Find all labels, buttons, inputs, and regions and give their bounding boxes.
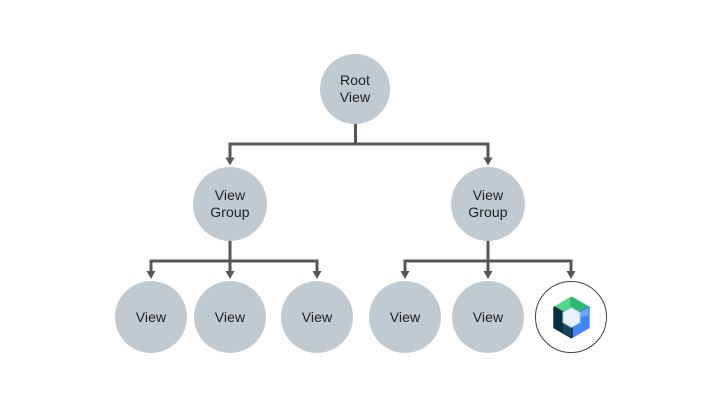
node-label: View	[472, 308, 504, 325]
arrowhead-icon	[225, 271, 235, 279]
node-label: View Group	[468, 187, 508, 220]
edge-right-rail	[403, 259, 573, 271]
node-label: View	[301, 308, 333, 325]
arrowhead-icon	[225, 157, 235, 166]
node-view-2: View	[194, 281, 266, 353]
arrowhead-icon	[566, 271, 576, 279]
node-view-1: View	[115, 281, 187, 353]
node-label: View	[214, 308, 246, 325]
node-view-3: View	[281, 281, 353, 353]
node-view-group-left: View Group	[193, 167, 267, 241]
node-view-5: View	[452, 281, 524, 353]
node-compose-view	[535, 281, 607, 353]
arrowhead-icon	[146, 271, 156, 279]
node-label: Root View	[339, 72, 371, 105]
node-view-group-right: View Group	[451, 167, 525, 241]
node-label: View	[135, 308, 167, 325]
arrowhead-icon	[483, 271, 493, 279]
arrowheads	[146, 157, 576, 279]
arrowhead-icon	[400, 271, 410, 279]
node-label: View Group	[210, 187, 250, 220]
node-label: View	[389, 308, 421, 325]
edge-left-rail	[149, 259, 319, 271]
arrowhead-icon	[312, 271, 322, 279]
node-view-4: View	[369, 281, 441, 353]
edge-top-rail	[228, 142, 490, 159]
arrowhead-icon	[483, 157, 493, 166]
node-root-view: Root View	[320, 54, 390, 124]
jetpack-compose-icon	[552, 296, 590, 338]
